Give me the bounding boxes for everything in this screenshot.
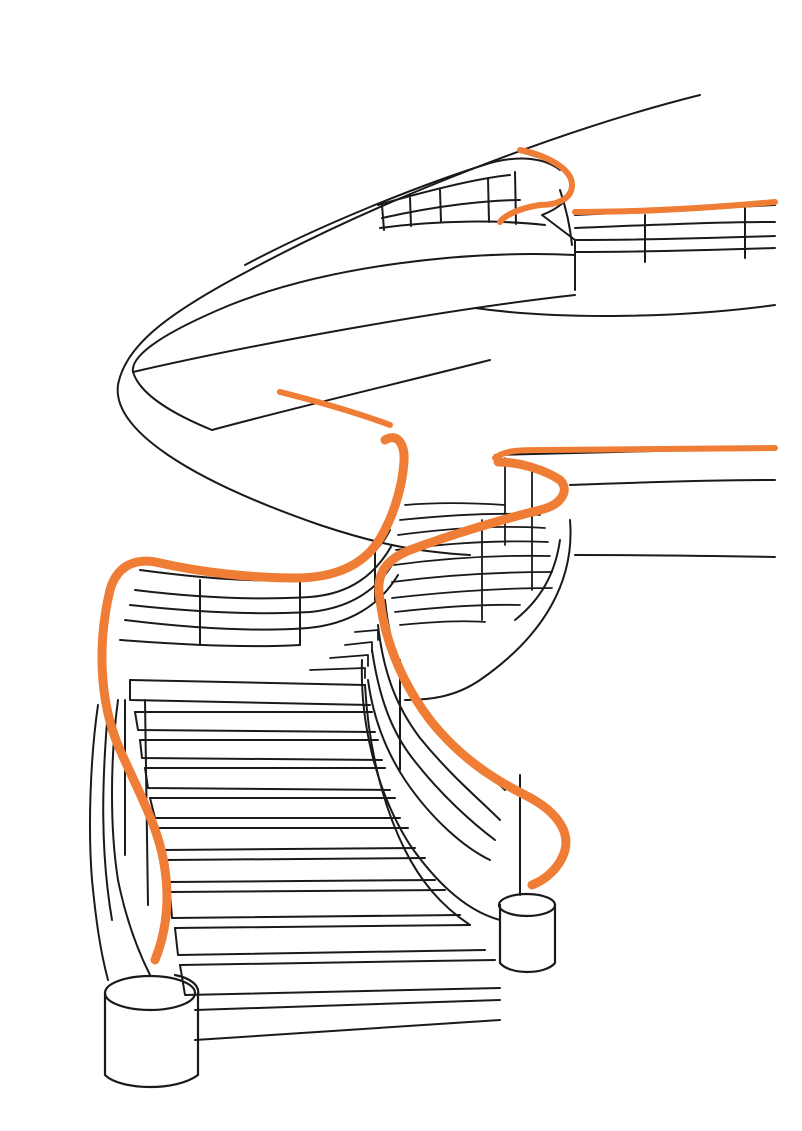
right-balustrade: [360, 599, 521, 921]
upper-baluster: [381, 204, 385, 231]
step-tread: [169, 889, 446, 893]
upper-handrail: [497, 147, 575, 225]
steps-right-edge: [364, 684, 471, 926]
step-tread: [129, 679, 366, 686]
middle-step: [354, 629, 379, 641]
step-riser: [174, 927, 486, 956]
upper-baluster: [439, 189, 442, 223]
middle-step: [309, 667, 366, 679]
upper-flight-end: [211, 359, 491, 431]
middle-landing: [404, 447, 776, 701]
left-newel-cap-line: [173, 973, 200, 997]
newel-posts: [103, 892, 557, 1089]
left-balustrade-rail: [129, 559, 396, 615]
middle-step: [329, 654, 369, 667]
step-tread: [179, 959, 496, 966]
left-stringer-band: [102, 709, 113, 921]
well-wall-curve: [404, 519, 572, 701]
middle-flight-rail: [393, 554, 551, 566]
right-newel-body: [498, 903, 557, 973]
left-balustrade: [89, 529, 399, 981]
bottom-step: [194, 1019, 501, 1041]
step-riser: [149, 797, 401, 819]
middle-landing-handrail: [492, 445, 778, 461]
mid-left-handrail: [277, 389, 393, 428]
handrails: [97, 147, 778, 965]
middle-step: [344, 641, 373, 653]
right-balustrade-rail: [371, 649, 496, 841]
upper-landing-rail-3: [574, 247, 776, 253]
step-tread: [164, 857, 426, 861]
upper-baluster: [487, 177, 490, 223]
upper-landing-rail-1: [574, 221, 776, 229]
left-balustrade-rail: [134, 544, 393, 600]
left-balustrade-rail: [119, 639, 301, 648]
right-balustrade-rail: [377, 624, 501, 821]
upper-flight-top-edge: [116, 94, 701, 556]
upper-landing-handrail: [572, 199, 778, 215]
middle-flight-rail: [391, 587, 553, 599]
main-left-handrail: [97, 433, 409, 965]
main-right-handrail: [374, 457, 571, 890]
left-stringer-inner: [111, 699, 151, 976]
step-riser: [169, 891, 461, 919]
left-newel-body: [103, 991, 200, 1089]
step-riser: [129, 679, 371, 706]
upper-balustrade-rail-4: [379, 220, 546, 229]
upper-flight: [116, 94, 776, 556]
step-riser: [139, 739, 383, 761]
middle-landing-floor: [574, 554, 776, 558]
step-riser: [157, 827, 416, 851]
middle-flight-rail: [394, 603, 521, 613]
bottom-step: [194, 999, 501, 1011]
middle-flight-rail: [399, 620, 486, 626]
right-newel-top: [497, 892, 557, 918]
upper-flight-underside: [132, 294, 576, 373]
well-wall-lower: [514, 539, 561, 621]
step-riser: [164, 859, 436, 883]
right-balustrade-rail: [367, 679, 491, 861]
upper-flight-soffit: [131, 253, 576, 431]
upper-landing-floor: [474, 304, 776, 317]
step-riser: [134, 711, 376, 733]
right-stringer: [360, 659, 501, 921]
left-newel-top: [103, 974, 197, 1012]
upper-newel-side: [559, 189, 573, 246]
left-balustrade-rail: [124, 574, 399, 631]
middle-flight-top: [404, 502, 506, 506]
middle-landing-edge: [569, 479, 776, 486]
left-stringer-outer: [89, 704, 109, 981]
step-riser: [144, 767, 391, 791]
upper-balustrade-rail-2: [377, 174, 511, 206]
step-riser: [179, 964, 501, 996]
upper-landing-rail-2: [574, 235, 776, 241]
upper-balustrade-rail-1: [244, 157, 561, 266]
upper-balustrade-rail-3: [381, 199, 521, 219]
upper-baluster: [514, 171, 517, 225]
middle-flight-rail: [391, 571, 553, 583]
step-tread: [174, 924, 471, 929]
upper-baluster: [409, 197, 412, 227]
